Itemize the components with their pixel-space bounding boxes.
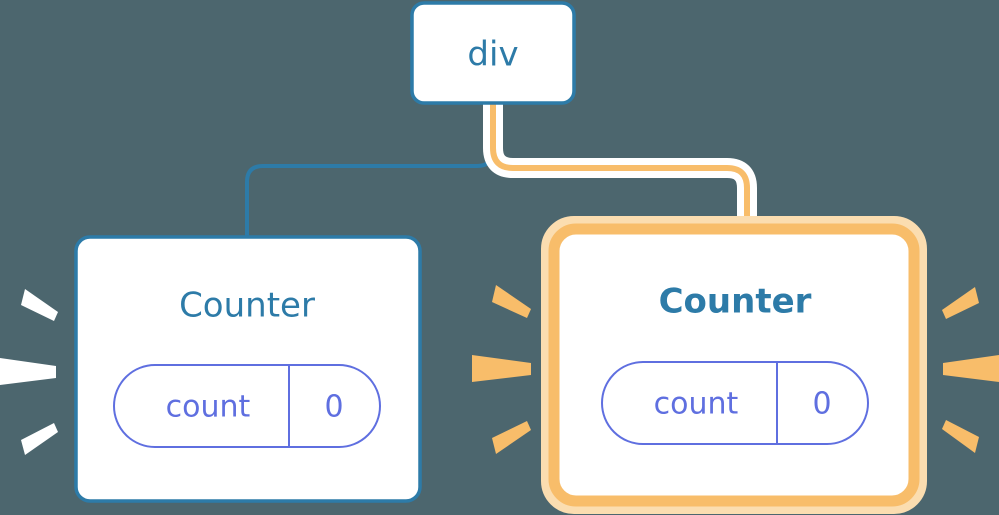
node-div-box	[410, 1, 576, 105]
prop-pill-right[interactable]: count 0	[601, 361, 869, 445]
node-div-label: div	[467, 35, 518, 75]
sparkle-ray-middle	[943, 355, 999, 382]
sparkle-ray-upper	[492, 285, 531, 318]
node-div[interactable]: div	[410, 1, 576, 105]
prop-pill-right-shape	[601, 361, 869, 445]
edge-root-to-right	[490, 100, 750, 238]
prop-pill-left-shape	[113, 364, 381, 448]
sparkle-ray-lower	[942, 420, 979, 453]
sparkle-ray-lower	[21, 423, 58, 455]
node-counter-right[interactable]: Counter count 0	[541, 216, 927, 514]
sparkle-ray-upper	[942, 287, 979, 319]
sparkle-right-node-left	[472, 285, 531, 454]
sparkle-ray-lower	[492, 421, 531, 454]
sparkle-ray-middle	[472, 355, 531, 382]
edge-root-to-left	[245, 100, 495, 238]
prop-pill-left-value: 0	[324, 390, 343, 425]
sparkle-ray-upper	[21, 289, 58, 321]
sparkle-right-node-right	[942, 287, 999, 453]
node-counter-left[interactable]: Counter count 0	[74, 235, 422, 503]
node-counter-right-title: Counter	[659, 282, 812, 322]
prop-pill-right-value: 0	[812, 387, 831, 422]
prop-pill-right-name: count	[654, 387, 739, 422]
prop-pill-left-name: count	[166, 390, 251, 425]
node-counter-right-glow	[541, 216, 927, 514]
sparkle-ray-middle	[0, 358, 56, 385]
node-counter-left-title: Counter	[179, 286, 315, 326]
prop-pill-left[interactable]: count 0	[113, 364, 381, 448]
sparkle-left-node	[0, 289, 58, 455]
